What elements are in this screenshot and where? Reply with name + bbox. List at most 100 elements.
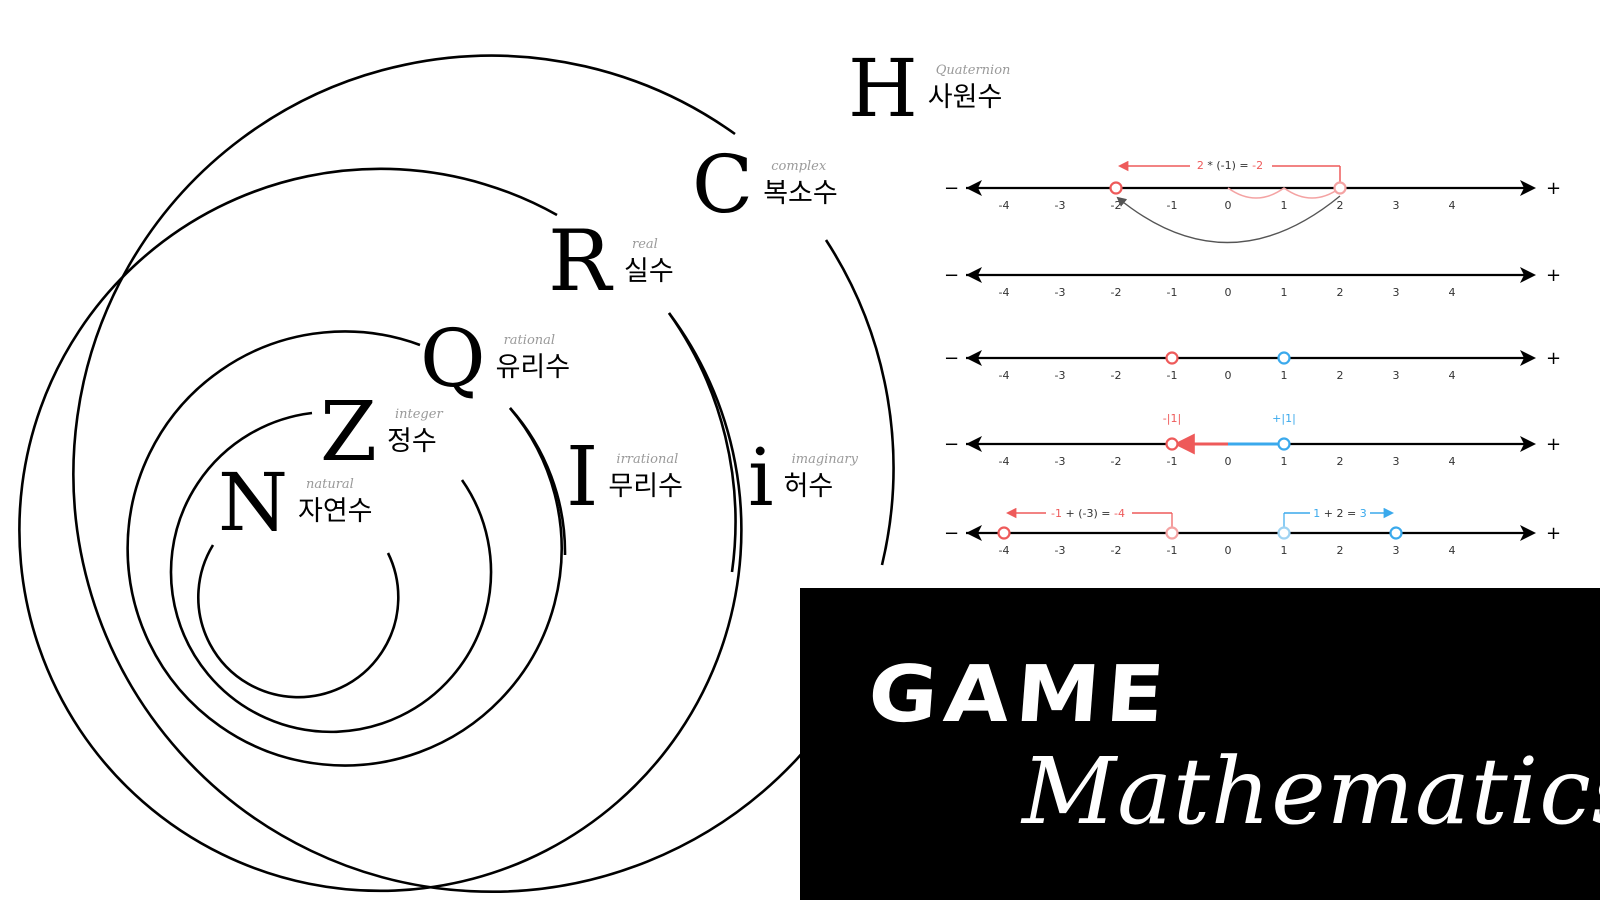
tick-label: -3 (1055, 199, 1066, 212)
rational-set-circle-arc-right (509, 407, 567, 556)
tick-label: 4 (1449, 455, 1456, 468)
point-two (1333, 181, 1347, 195)
formula-label: 2 * (-1) = -2 (1197, 159, 1263, 172)
set-name-english: imaginary (792, 452, 859, 467)
set-letter: Z (320, 385, 377, 480)
tick-label: 1 (1281, 455, 1288, 468)
set-letter: N (218, 456, 288, 549)
tick-label: 2 (1337, 369, 1344, 382)
minus-end-label: − (944, 178, 959, 199)
point-minus-two (1109, 181, 1123, 195)
tick-label: 3 (1393, 369, 1400, 382)
point-minus-one (1165, 351, 1179, 365)
tick-label: -1 (1167, 199, 1178, 212)
tick-label: 1 (1281, 544, 1288, 557)
point-minus-one (1165, 437, 1179, 451)
tick-label: 0 (1225, 199, 1232, 212)
tick-label: -2 (1111, 544, 1122, 557)
axis-arrow-left (966, 436, 982, 452)
tick-label: 4 (1449, 286, 1456, 299)
set-name-korean: 허수 (784, 471, 834, 502)
tick-label: -1 (1167, 286, 1178, 299)
tick-label: 4 (1449, 199, 1456, 212)
formula-label: 1 + 2 = 3 (1313, 507, 1366, 520)
real-set-circle (18, 167, 743, 893)
minus-end-label: − (944, 434, 959, 455)
axis-arrow-left (966, 180, 982, 196)
set-name-english: real (632, 237, 658, 252)
set-name-korean: 복소수 (763, 178, 838, 209)
formula-bg (1046, 506, 1132, 520)
set-name-english: complex (771, 159, 827, 174)
point-one (1277, 437, 1291, 451)
tick-label: 3 (1393, 286, 1400, 299)
tick-label: -1 (1167, 455, 1178, 468)
axis-arrow-right (1520, 436, 1536, 452)
tick-label: -3 (1055, 455, 1066, 468)
set-name-english: natural (306, 477, 354, 492)
set-name-korean: 정수 (387, 426, 437, 457)
set-letter: R (548, 212, 614, 310)
reflect-arc (1116, 195, 1341, 244)
tick-label: -2 (1111, 455, 1122, 468)
plus-end-label: + (1546, 265, 1561, 286)
minus-end-label: − (944, 523, 959, 544)
tick-label: 0 (1225, 286, 1232, 299)
tick-label: 0 (1225, 369, 1232, 382)
set-name-korean: 사원수 (928, 82, 1003, 113)
set-letter: i (748, 431, 774, 524)
set-letter: H (848, 42, 918, 135)
tick-label: 1 (1281, 369, 1288, 382)
number-lines: − + -4 -3 -2 -1 0 1 2 3 4 2 * (-1) = -2 − + -4 -3 -2 -1 0 1… (944, 158, 1561, 557)
tick-label: -4 (999, 199, 1010, 212)
rational-set-circle (126, 330, 563, 767)
point-one (1277, 351, 1291, 365)
axis-arrow-right (1520, 267, 1536, 283)
tick-label: 4 (1449, 369, 1456, 382)
tick-label: 1 (1281, 286, 1288, 299)
tick-label: -2 (1111, 199, 1122, 212)
set-name-korean: 자연수 (298, 496, 373, 527)
set-letter: I (566, 430, 598, 525)
set-name-english: integer (395, 407, 443, 422)
set-name-english: irrational (616, 452, 678, 467)
tick-label: -3 (1055, 544, 1066, 557)
tick-label: -4 (999, 286, 1010, 299)
point-minus-four (997, 526, 1011, 540)
natural-set-circle (197, 544, 400, 699)
plus-end-label: + (1546, 178, 1561, 199)
tick-label: 3 (1393, 199, 1400, 212)
set-circles (18, 54, 895, 894)
set-letter: C (692, 138, 753, 231)
tick-label: 2 (1337, 199, 1344, 212)
plus-end-label: + (1546, 434, 1561, 455)
step-arcs (1227, 187, 1341, 199)
plus-end-label: + (1546, 348, 1561, 369)
axis-arrow-left (966, 525, 982, 541)
tick-label: -4 (999, 544, 1010, 557)
tick-label: 0 (1225, 544, 1232, 557)
tick-label: -3 (1055, 369, 1066, 382)
formula-bg (1190, 158, 1272, 172)
axis-arrow-right (1520, 350, 1536, 366)
set-label-imaginary: i imaginary 허수 (748, 431, 859, 524)
axis-arrow-left (966, 350, 982, 366)
formula-label: -1 + (-3) = -4 (1051, 507, 1125, 520)
formula-bg (1310, 506, 1370, 520)
set-name-english: rational (504, 333, 555, 348)
axis-arrow-right (1520, 525, 1536, 541)
axis-arrow-right (1520, 180, 1536, 196)
tick-label: -4 (999, 369, 1010, 382)
negative-magnitude-label: -|1| (1163, 412, 1181, 425)
